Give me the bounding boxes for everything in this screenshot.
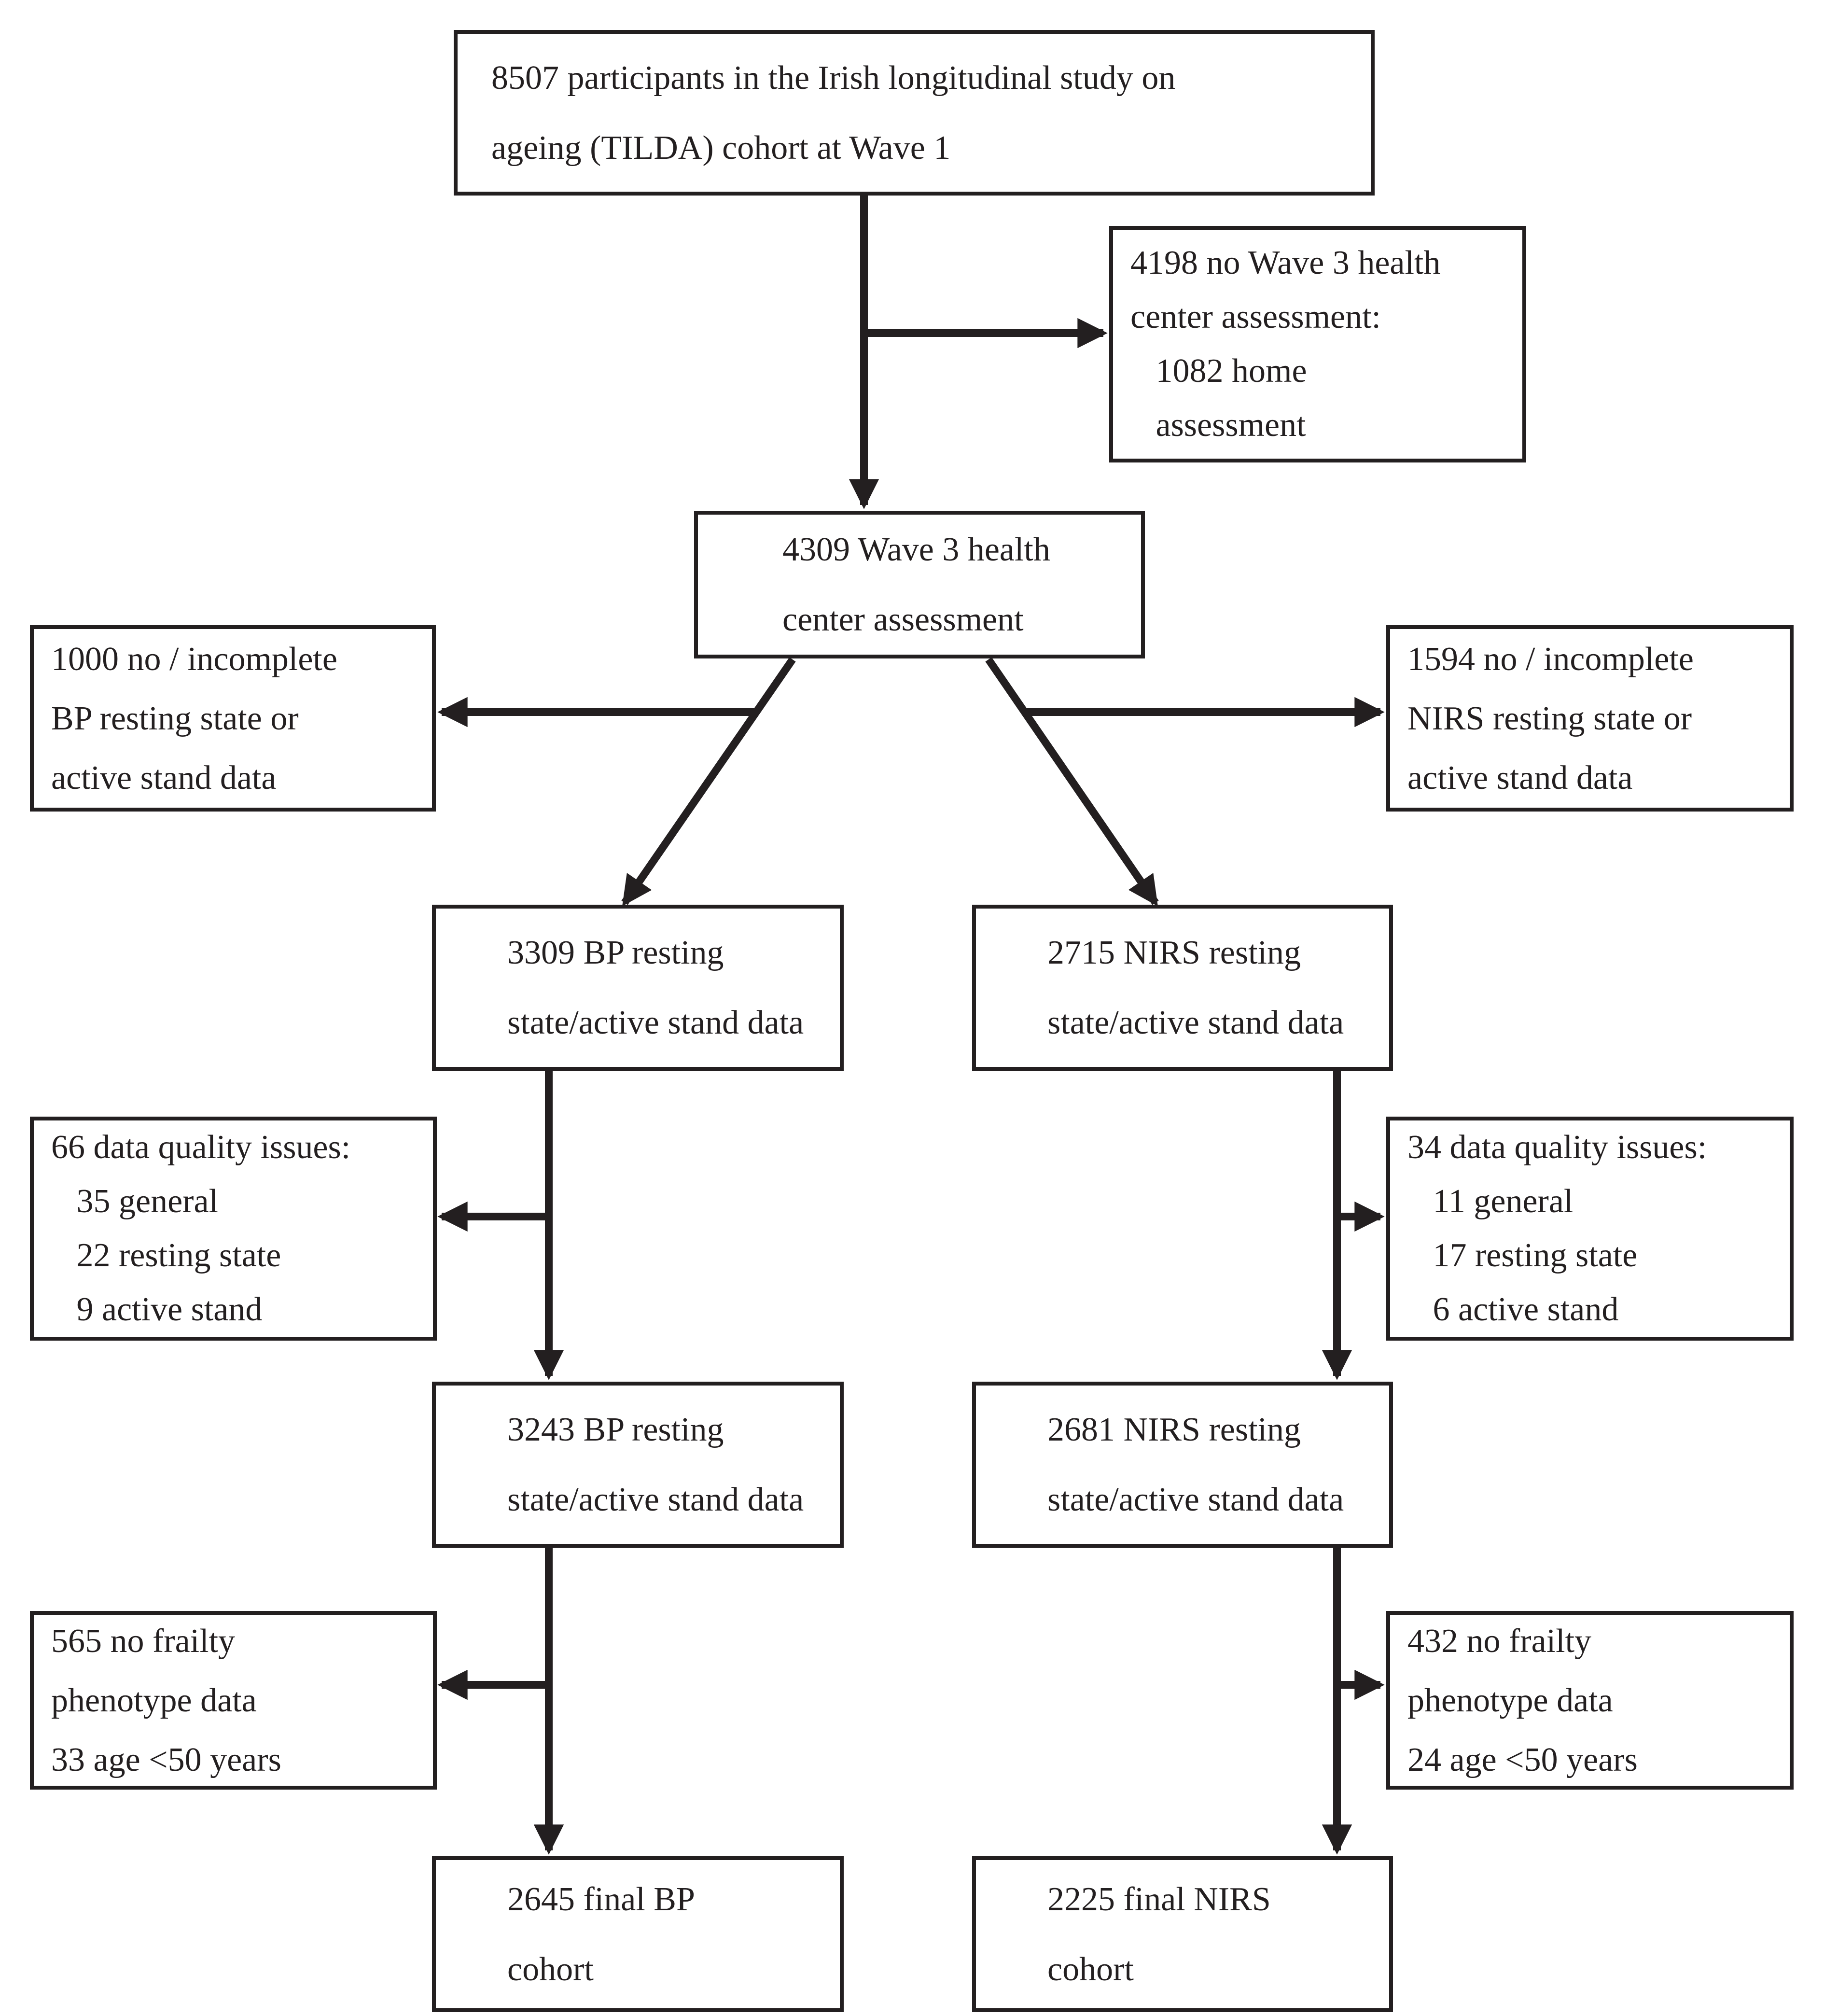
text-line: 6 active stand	[1407, 1291, 1619, 1328]
text-line: 34 data quality issues:	[1407, 1129, 1707, 1166]
node-bp-data: 3309 BP resting state/active stand data	[432, 905, 844, 1071]
text-line: 1594 no / incomplete	[1407, 640, 1694, 678]
text-line: 2681 NIRS resting	[1047, 1411, 1301, 1448]
node-excluded-nirs-frailty: 432 no frailty phenotype data 24 age <50 y…	[1386, 1611, 1794, 1790]
node-bp-final-cohort: 2645 final BP cohort	[432, 1856, 844, 2012]
node-excluded-bp-missing: 1000 no / incomplete BP resting state or a…	[30, 625, 436, 812]
text-line: state/active stand data	[1047, 1004, 1344, 1041]
node-bp-clean: 3243 BP resting state/active stand data	[432, 1382, 844, 1548]
text-line: phenotype data	[51, 1681, 257, 1719]
node-excluded-bp-frailty: 565 no frailty phenotype data 33 age <50 y…	[30, 1611, 437, 1790]
text-line: 1000 no / incomplete	[51, 640, 337, 678]
text-line: 24 age <50 years	[1407, 1741, 1638, 1778]
node-excluded-nirs-quality: 34 data quality issues: 11 general 17 re…	[1386, 1117, 1794, 1341]
text-line: 3243 BP resting	[507, 1411, 724, 1448]
text-line: phenotype data	[1407, 1681, 1613, 1719]
node-excluded-bp-quality: 66 data quality issues: 35 general 22 re…	[30, 1117, 437, 1341]
text-line: center assessment	[782, 601, 1024, 638]
node-nirs-final-cohort: 2225 final NIRS cohort	[972, 1856, 1393, 2012]
arrow-hca-to-bp-data	[621, 657, 796, 907]
text-line: 4198 no Wave 3 health	[1130, 244, 1441, 281]
text-line: state/active stand data	[507, 1481, 804, 1518]
text-line: cohort	[1047, 1950, 1134, 1988]
text-line: center assessment:	[1130, 298, 1381, 336]
node-tilda-wave1-cohort: 8507 participants in the Irish longitudi…	[454, 30, 1375, 196]
text-line: 2715 NIRS resting	[1047, 934, 1301, 971]
text-line: 3309 BP resting	[507, 934, 724, 971]
text-line: 33 age <50 years	[51, 1741, 281, 1778]
text-line: state/active stand data	[507, 1004, 804, 1041]
text-line: 66 data quality issues:	[51, 1129, 351, 1166]
text-line: active stand data	[51, 759, 277, 797]
text-line: active stand data	[1407, 759, 1633, 797]
text-line: ageing (TILDA) cohort at Wave 1	[491, 129, 951, 167]
text-line: 9 active stand	[51, 1291, 263, 1328]
text-line: 565 no frailty	[51, 1622, 236, 1660]
text-line: state/active stand data	[1047, 1481, 1344, 1518]
text-line: 17 resting state	[1407, 1237, 1638, 1274]
node-nirs-clean: 2681 NIRS resting state/active stand data	[972, 1382, 1393, 1548]
text-line: assessment	[1130, 406, 1306, 444]
text-line: NIRS resting state or	[1407, 700, 1692, 737]
text-line: 35 general	[51, 1183, 218, 1220]
text-line: 432 no frailty	[1407, 1622, 1592, 1660]
arrow-hca-to-nirs-data	[985, 657, 1159, 907]
text-line: 2225 final NIRS	[1047, 1880, 1271, 1918]
text-line: 4309 Wave 3 health	[782, 531, 1050, 568]
node-wave3-assessment: 4309 Wave 3 health center assessment	[694, 511, 1145, 658]
text-line: 2645 final BP	[507, 1880, 695, 1918]
text-line: 11 general	[1407, 1183, 1573, 1220]
text-line: 1082 home	[1130, 352, 1307, 390]
node-nirs-data: 2715 NIRS resting state/active stand data	[972, 905, 1393, 1071]
text-line: 8507 participants in the Irish longitudi…	[491, 59, 1176, 97]
text-line: cohort	[507, 1950, 594, 1988]
text-line: BP resting state or	[51, 700, 299, 737]
text-line: 22 resting state	[51, 1237, 281, 1274]
